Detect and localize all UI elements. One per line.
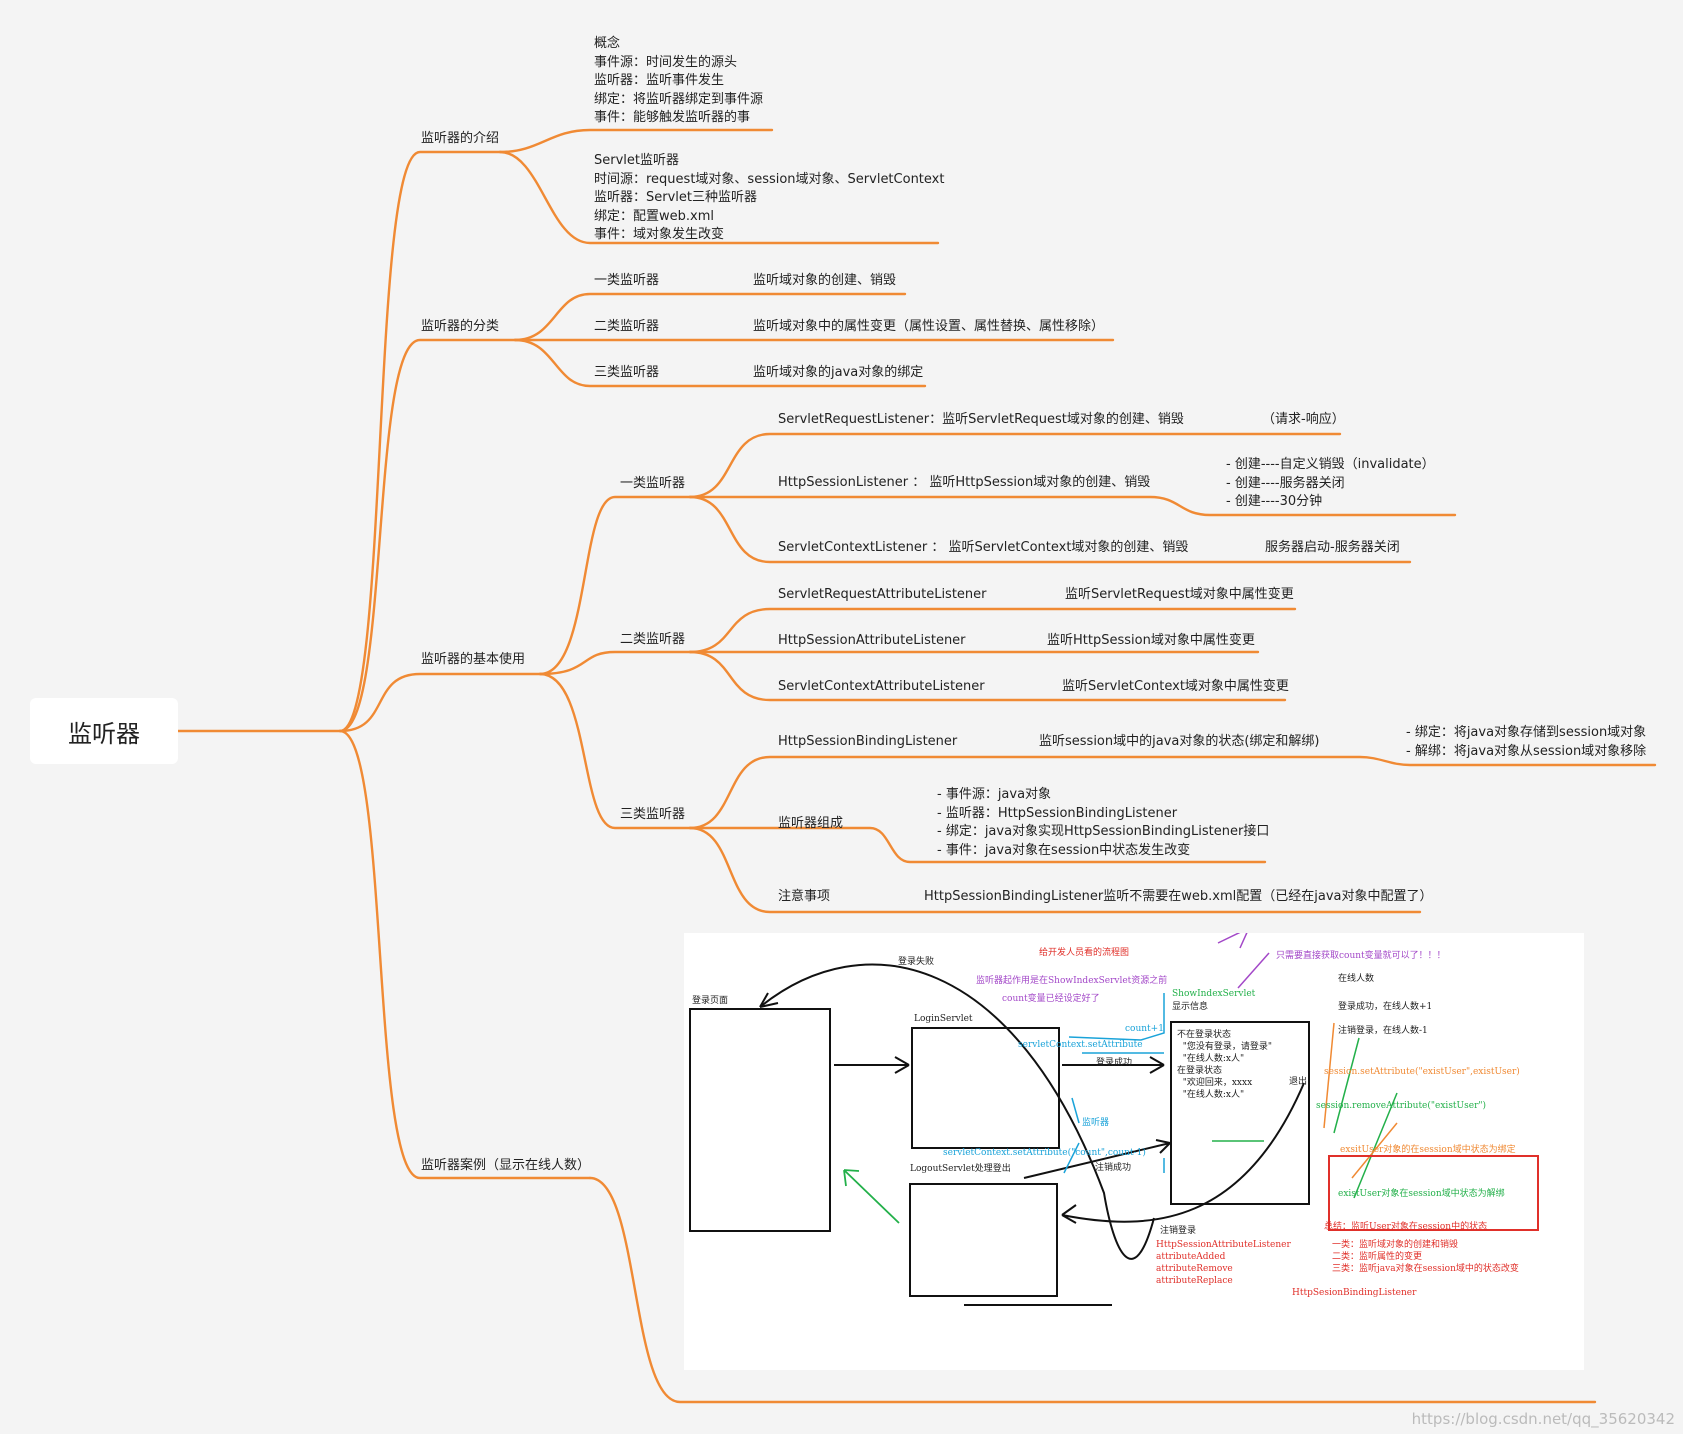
classify-type1[interactable]: 一类监听器 — [594, 273, 660, 288]
root-label: 监听器 — [68, 719, 140, 748]
sketch-binding: HttpSesionBindingListener — [1292, 1288, 1417, 1298]
flow-sketch: 给开发人员看的流程图 登录失败 登录页面 LoginServlet 监听器起作用… — [684, 933, 1584, 1370]
request-listener-note: （请求-响应） — [1262, 412, 1345, 427]
compose-notes: - 事件源：java对象 - 监听器：HttpSessionBindingLis… — [937, 787, 1270, 858]
context-listener-note: 服务器启动-服务器关闭 — [1265, 540, 1400, 555]
branch-case[interactable]: 监听器案例（显示在线人数） — [421, 1158, 591, 1173]
binding-listener[interactable]: HttpSessionBindingListener — [778, 734, 958, 749]
sketch-online: 在线人数 — [1338, 974, 1375, 984]
sketch-logout-ok: 注销成功 — [1095, 1163, 1132, 1173]
sketch-listener: 监听器 — [1082, 1118, 1110, 1128]
basic-type3[interactable]: 三类监听器 — [620, 807, 686, 822]
binding-desc: 监听session域中的java对象的状态(绑定和解绑) — [1039, 734, 1320, 749]
classify-type3-desc: 监听域对象的java对象的绑定 — [753, 365, 924, 380]
state-box — [1328, 1155, 1539, 1231]
root-node[interactable]: 监听器 — [30, 698, 178, 764]
request-attr-listener[interactable]: ServletRequestAttributeListener — [778, 587, 987, 602]
login-page-box — [689, 1008, 831, 1232]
branch-classify[interactable]: 监听器的分类 — [421, 319, 500, 334]
sketch-title: 给开发人员看的流程图 — [1039, 948, 1130, 958]
sketch-login-ok: 登录成功 — [1096, 1058, 1133, 1068]
attention-desc: HttpSessionBindingListener监听不需要在web.xml配… — [924, 889, 1433, 904]
compose[interactable]: 监听器组成 — [778, 816, 844, 831]
intro-concept[interactable]: 概念 事件源：时间发生的源头 监听器：监听事件发生 绑定：将监听器绑定到事件源 … — [594, 36, 764, 125]
sketch-set-session: session.setAttribute("existUser",existUs… — [1324, 1067, 1520, 1077]
sketch-show-info: 显示信息 — [1172, 1002, 1209, 1012]
sketch-show-index: ShowIndexServlet — [1172, 989, 1256, 999]
basic-type2[interactable]: 二类监听器 — [620, 632, 686, 647]
sketch-online-notes: 登录成功，在线人数+1 注销登录，在线人数-1 — [1338, 1002, 1433, 1036]
sketch-count: count+1 — [1125, 1024, 1164, 1034]
branch-basic[interactable]: 监听器的基本使用 — [421, 652, 526, 667]
sketch-direct: 只需要直接获取count变量就可以了！！！ — [1276, 951, 1446, 961]
sketch-set-attr2: servletContext.setAttribute("count",coun… — [943, 1148, 1146, 1158]
sketch-lines — [759, 933, 1398, 1306]
classify-type1-desc: 监听域对象的创建、销毁 — [753, 273, 897, 288]
session-attr-listener[interactable]: HttpSessionAttributeListener — [778, 633, 966, 648]
sketch-login-servlet: LoginServlet — [914, 1014, 973, 1024]
sketch-unbound: existUser对象在session域中状态为解绑 — [1338, 1189, 1505, 1199]
sketch-status: 不在登录状态 "您没有登录，请登录" "在线人数:x人" 在登录状态 "欢迎回来… — [1177, 1030, 1273, 1100]
sketch-login-fail: 登录失败 — [898, 957, 935, 967]
sketch-exit: 退出 — [1289, 1077, 1308, 1087]
context-attr-desc: 监听ServletContext域对象中属性变更 — [1062, 679, 1289, 694]
sketch-logout: 注销登录 — [1160, 1226, 1197, 1236]
sketch-note2: count变量已经设定好了 — [1002, 994, 1100, 1004]
context-listener[interactable]: ServletContextListener ： 监听ServletContex… — [778, 540, 1189, 555]
basic-type1[interactable]: 一类监听器 — [620, 476, 686, 491]
logout-servlet-box — [909, 1183, 1058, 1297]
sketch-set-attr: servletContext.setAttribute — [1018, 1040, 1143, 1050]
classify-type2-desc: 监听域对象中的属性变更（属性设置、属性替换、属性移除） — [753, 319, 1105, 334]
session-attr-desc: 监听HttpSession域对象中属性变更 — [1047, 633, 1255, 648]
session-listener[interactable]: HttpSessionListener ： 监听HttpSession域对象的创… — [778, 475, 1151, 490]
branch-intro[interactable]: 监听器的介绍 — [421, 131, 500, 146]
sketch-remove-session: session.removeAttribute("existUser") — [1316, 1101, 1487, 1111]
watermark: https://blog.csdn.net/qq_35620342 — [1411, 1410, 1675, 1428]
sketch-bound: exsitUser对象的在session域中状态为绑定 — [1340, 1145, 1516, 1155]
classify-type3[interactable]: 三类监听器 — [594, 365, 660, 380]
sketch-summary-title: 总结：监听User对象在session中的状态 — [1324, 1222, 1488, 1232]
session-listener-notes: - 创建----自定义销毁（invalidate） - 创建----服务器关闭 … — [1226, 457, 1435, 509]
intro-servlet[interactable]: Servlet监听器 时间源：request域对象、session域对象、Ser… — [594, 153, 945, 242]
context-attr-listener[interactable]: ServletContextAttributeListener — [778, 679, 985, 694]
attention[interactable]: 注意事项 — [778, 889, 831, 904]
show-index-box — [1170, 1021, 1310, 1205]
sketch-login-page: 登录页面 — [692, 996, 729, 1006]
request-attr-desc: 监听ServletRequest域对象中属性变更 — [1065, 587, 1294, 602]
classify-type2[interactable]: 二类监听器 — [594, 319, 660, 334]
sketch-summary: 一类：监听域对象的创建和销毁 二类：监听属性的变更 三类：监听java对象在se… — [1332, 1240, 1519, 1274]
sketch-logout-servlet: LogoutServlet处理登出 — [910, 1164, 1011, 1174]
binding-notes: - 绑定：将java对象存储到session域对象 - 解绑：将java对象从s… — [1406, 725, 1647, 759]
request-listener[interactable]: ServletRequestListener：监听ServletRequest域… — [778, 412, 1184, 427]
sketch-attr-listener: HttpSessionAttributeListener attributeAd… — [1156, 1240, 1291, 1286]
sketch-note1: 监听器起作用是在ShowIndexServlet资源之前 — [976, 976, 1168, 986]
login-servlet-box — [911, 1027, 1060, 1149]
